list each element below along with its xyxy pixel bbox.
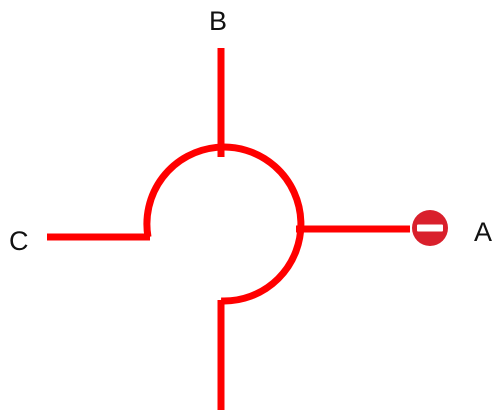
label-a: A bbox=[474, 217, 492, 247]
roundabout-ring bbox=[143, 143, 305, 305]
label-c: C bbox=[9, 226, 29, 256]
no-entry-sign-bar bbox=[417, 224, 443, 232]
label-b: B bbox=[209, 6, 227, 36]
no-entry-icon bbox=[412, 210, 448, 246]
